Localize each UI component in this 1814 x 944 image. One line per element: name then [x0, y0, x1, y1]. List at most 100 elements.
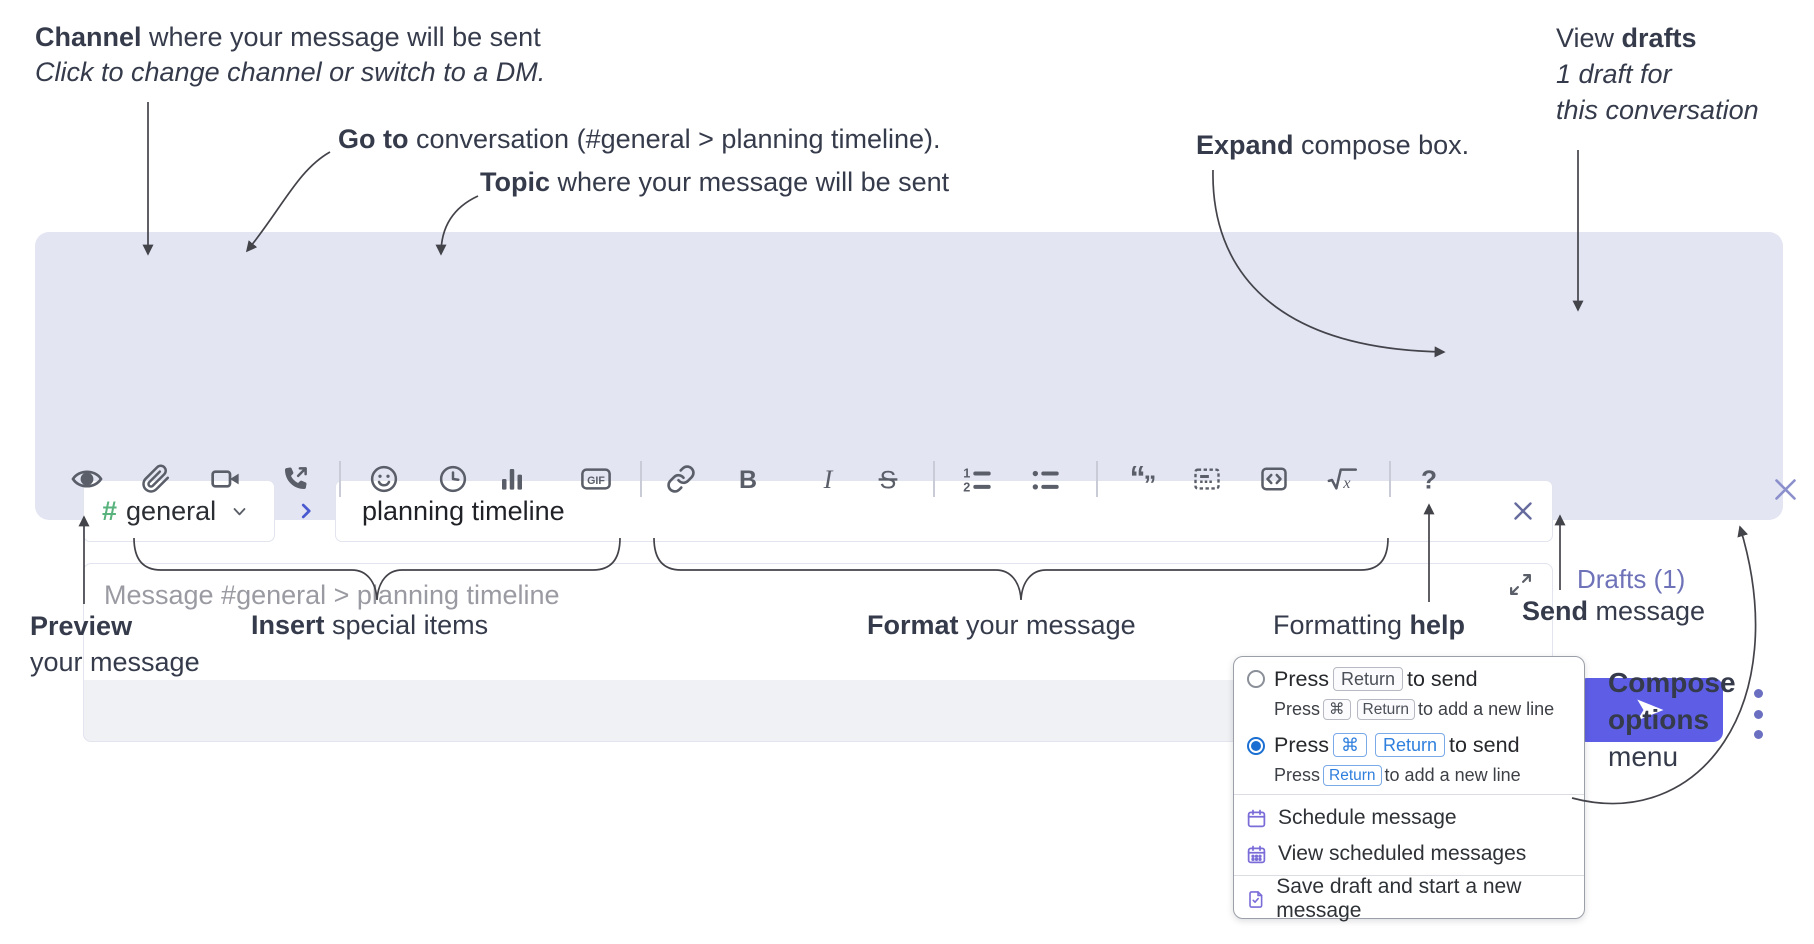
toolbar-divider	[640, 461, 642, 497]
close-icon	[1774, 478, 1796, 500]
compose-options-button[interactable]	[1742, 688, 1774, 740]
expand-compose-button[interactable]	[1505, 569, 1535, 599]
menu-item-view-scheduled[interactable]: View scheduled messages	[1246, 839, 1526, 869]
menu-item-schedule-message[interactable]: Schedule message	[1246, 803, 1457, 833]
close-compose-button[interactable]	[1770, 474, 1800, 504]
spoiler-button[interactable]	[1189, 462, 1225, 496]
popup-divider	[1234, 794, 1584, 795]
annotation-topic: Topic where your message will be sent	[480, 167, 950, 197]
phone-call-icon	[285, 467, 307, 489]
paperclip-icon	[142, 464, 170, 493]
numbered-list-icon: 12	[963, 467, 991, 495]
annotation-compose-options: Compose options menu	[1608, 667, 1736, 772]
radio-cmd-return-to-send[interactable]	[1247, 737, 1265, 755]
expand-icon	[1509, 573, 1531, 595]
audio-call-button[interactable]	[277, 462, 313, 496]
topic-input[interactable]	[360, 494, 1508, 528]
toolbar-divider	[1389, 461, 1391, 497]
annotation-insert: Insert special items	[251, 610, 489, 640]
channel-hash-icon: #	[102, 495, 118, 526]
code-button[interactable]	[1256, 462, 1292, 496]
poll-button[interactable]	[494, 462, 530, 496]
annotation-channel-bold: Channel	[35, 22, 142, 52]
close-icon	[1514, 502, 1532, 520]
bulleted-list-button[interactable]	[1028, 462, 1064, 496]
ellipsis-icon	[1753, 689, 1763, 698]
calendar-icon	[1247, 809, 1266, 827]
toolbar-divider	[339, 461, 341, 497]
channel-name: general	[126, 495, 217, 526]
strikethrough-icon: S	[878, 466, 898, 494]
bold-button[interactable]: B	[730, 462, 766, 496]
cmd-key: ⌘	[1323, 698, 1351, 720]
annotation-channel: Channel where your message will be sent …	[35, 20, 545, 90]
svg-text:GIF: GIF	[587, 475, 605, 487]
calendar-grid-icon	[1247, 845, 1266, 863]
clear-topic-button[interactable]	[1508, 496, 1538, 526]
draft-document-icon	[1249, 890, 1263, 908]
link-button[interactable]	[663, 462, 699, 496]
svg-text:1: 1	[963, 467, 970, 481]
time-button[interactable]	[435, 462, 471, 496]
link-icon	[667, 465, 695, 493]
toolbar-divider	[1096, 461, 1098, 497]
formatting-help-button[interactable]: ?	[1411, 462, 1447, 496]
topic-input-box	[335, 480, 1553, 542]
return-key: Return	[1323, 764, 1382, 786]
option-return-to-send-sub: Press ⌘ Return to add a new line	[1274, 698, 1555, 720]
annotation-send: Send message	[1522, 596, 1706, 626]
eye-icon	[71, 470, 103, 488]
channel-selector[interactable]: # general	[83, 480, 275, 542]
video-call-button[interactable]	[208, 462, 244, 496]
gif-button[interactable]: GIF	[578, 462, 614, 496]
drafts-link[interactable]: Drafts (1)	[1577, 564, 1686, 594]
annotation-format: Format your message	[867, 610, 1136, 640]
svg-text:?: ?	[1421, 464, 1437, 494]
annotation-channel-rest: where your message will be sent	[141, 22, 541, 52]
annotation-channel-sub: Click to change channel or switch to a D…	[35, 57, 546, 87]
svg-text:x: x	[1342, 474, 1351, 492]
option-cmd-return-to-send[interactable]: Press ⌘ Return to send	[1274, 732, 1520, 757]
return-key: Return	[1374, 733, 1445, 757]
clock-icon	[439, 465, 467, 493]
strikethrough-button[interactable]: S	[870, 462, 906, 496]
quote-icon: “”	[1130, 463, 1157, 495]
toolbar-divider	[933, 461, 935, 497]
go-to-conversation-button[interactable]	[287, 492, 325, 530]
bar-chart-icon	[502, 469, 522, 490]
smiley-icon	[370, 465, 398, 493]
italic-button[interactable]: I	[810, 462, 846, 496]
annotation-preview: Preview your message	[30, 611, 200, 677]
svg-text:“: “	[1130, 463, 1146, 495]
annotation-formatting-help: Formatting help	[1273, 610, 1466, 640]
option-return-to-send[interactable]: Press Return to send	[1274, 666, 1478, 691]
option-cmd-return-to-send-sub: Press Return to add a new line	[1274, 764, 1521, 786]
return-key: Return	[1356, 698, 1416, 720]
chevron-down-icon	[231, 503, 248, 520]
svg-text:”: ”	[1144, 471, 1157, 495]
emoji-button[interactable]	[366, 462, 402, 496]
svg-text:2: 2	[963, 481, 970, 495]
svg-text:I: I	[823, 465, 834, 494]
annotation-goto: Go to conversation (#general > planning …	[338, 124, 941, 154]
spoiler-icon	[1194, 468, 1220, 490]
menu-item-save-draft[interactable]: Save draft and start a new message	[1246, 875, 1584, 922]
cmd-key: ⌘	[1332, 733, 1367, 757]
math-icon: x	[1327, 468, 1357, 492]
return-key: Return	[1332, 667, 1403, 691]
annotation-view-drafts: View drafts 1 draft for this conversatio…	[1556, 23, 1759, 125]
italic-icon: I	[823, 465, 834, 494]
popup-divider	[1234, 875, 1584, 876]
quote-button[interactable]: “”	[1125, 462, 1161, 496]
gif-icon: GIF	[581, 468, 611, 490]
bold-icon: B	[739, 466, 757, 494]
math-button[interactable]: x	[1324, 462, 1360, 496]
radio-return-to-send[interactable]	[1247, 670, 1265, 688]
enter-sends-popup: Press Return to send Press ⌘ Return to a…	[1233, 656, 1585, 922]
code-icon	[1261, 467, 1287, 491]
attach-file-button[interactable]	[138, 462, 174, 496]
preview-button[interactable]	[69, 462, 105, 496]
video-camera-icon	[211, 470, 239, 488]
bulleted-list-icon	[1032, 470, 1059, 490]
